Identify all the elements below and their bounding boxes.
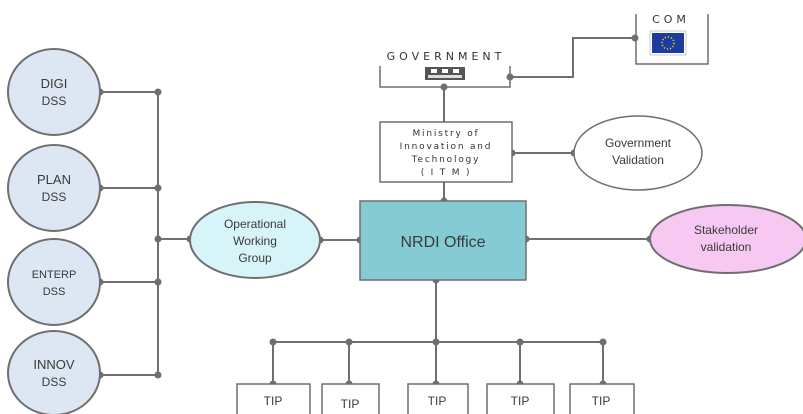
operational-working-group-node: Operational Working Group [189,201,321,279]
dss-node-shape [7,144,101,232]
dss-node-label: DSS [42,190,67,204]
stakeholder-label: Stakeholder [694,223,758,237]
tip-label: TIP [428,394,447,408]
tip-node: TIP [569,383,635,414]
com-node: COM [635,13,709,65]
government-label: GOVERNMENT [387,50,506,63]
dss-node-label: DSS [42,375,67,389]
dss-node-label: DIGI [41,76,68,91]
dss-node-label: DSS [43,286,66,298]
tip-box [321,383,380,414]
government-validation-label: Validation [612,153,664,167]
dss-node-plan: PLAN DSS [7,144,101,232]
junction-dot [154,235,162,243]
junction-dot [432,338,440,346]
junction-dot [154,278,162,286]
tip-label: TIP [264,394,283,408]
tip-box [236,383,311,414]
tip-label: TIP [592,394,611,408]
owg-label: Working [233,234,277,248]
com-label: COM [652,13,690,26]
dss-node-enterp: ENTERP DSS [7,238,101,326]
tip-box [407,383,469,414]
government-validation-label: Government [605,136,672,150]
dss-node-label: PLAN [37,172,71,187]
government-bracket [379,66,511,88]
dss-node-shape [7,48,101,136]
ministry-itm-label: ( I T M ) [421,168,472,178]
owg-label: Operational [224,217,286,231]
junction-dot [154,371,162,379]
junction-dot [345,338,353,346]
cabinet-meeting-icon [425,67,465,80]
tip-node: TIP [236,383,311,414]
government-validation-node: Government Validation [573,115,703,191]
dss-node-label: INNOV [33,357,75,372]
tip-box [486,383,555,414]
ministry-itm-label: Innovation and [400,142,493,152]
nrdi-office-box [359,200,527,281]
nrdi-office-node: NRDI Office [359,200,527,281]
tip-box [569,383,635,414]
stakeholder-label: validation [701,240,752,254]
junction-dot [599,338,607,346]
eu-flag-icon [649,30,687,56]
dss-node-label: DSS [42,94,67,108]
owg-shape [189,201,321,279]
dss-node-shape [7,330,101,414]
tip-node: TIP [321,383,380,414]
dss-node-shape [7,238,101,326]
tip-label: TIP [341,397,360,411]
stakeholder-validation-node: Stakeholder validation [649,204,803,274]
junction-dot [269,338,277,346]
dss-node-label: ENTERP [32,269,77,281]
connector-government-com [510,37,635,78]
tip-node: TIP [407,383,469,414]
owg-label: Group [238,251,272,265]
ministry-itm-label: Technology [411,155,480,165]
government-node: GOVERNMENT [379,50,511,88]
government-validation-shape [573,115,703,191]
stakeholder-shape [649,204,803,274]
ministry-itm-box [379,121,513,183]
tip-node: TIP [486,383,555,414]
dss-node-innov: INNOV DSS [7,330,101,414]
junction-dot [516,338,524,346]
tip-label: TIP [511,394,530,408]
junction-dot [631,34,639,42]
nrdi-office-label: NRDI Office [400,234,485,251]
com-bracket [635,14,709,65]
ministry-itm-node: Ministry of Innovation and Technology ( … [379,121,513,183]
ministry-itm-label: Ministry of [412,129,479,139]
junction-dot [154,88,162,96]
dss-node-digi: DIGI DSS [7,48,101,136]
junction-dot [154,184,162,192]
